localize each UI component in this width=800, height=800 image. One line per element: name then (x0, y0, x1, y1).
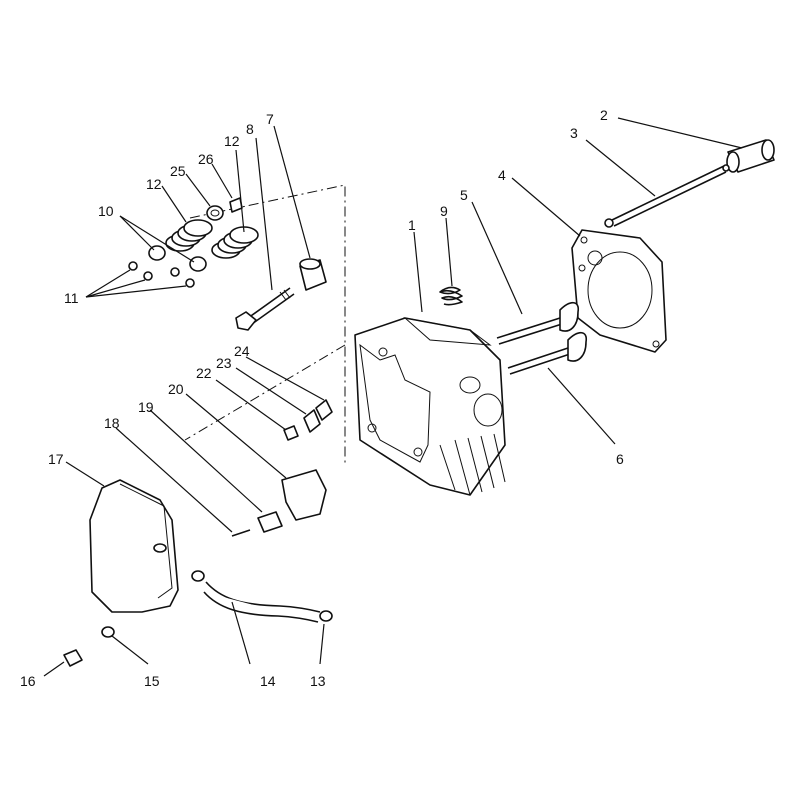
callout-12-lower: 12 (224, 133, 240, 149)
callout-22: 22 (196, 365, 212, 381)
part-24-bracket (315, 399, 333, 421)
callout-6: 6 (616, 451, 624, 467)
part-12-spring-lower (211, 226, 259, 259)
callout-7: 7 (266, 111, 274, 127)
part-20-breather-cover (281, 469, 327, 521)
part-25-retainer (206, 205, 224, 221)
callout-14: 14 (260, 673, 276, 689)
callout-17: 17 (48, 451, 64, 467)
callout-26: 26 (198, 151, 214, 167)
callout-12-upper: 12 (146, 176, 162, 192)
callout-3: 3 (570, 125, 578, 141)
callout-15: 15 (144, 673, 160, 689)
part-5-valve (496, 301, 580, 345)
part-7-spacer (299, 258, 327, 291)
callout-18: 18 (104, 415, 120, 431)
part-2-tappet (726, 139, 775, 173)
callout-4: 4 (498, 167, 506, 183)
part-23-clip (303, 409, 321, 433)
callout-1: 1 (408, 217, 416, 233)
callout-25: 25 (170, 163, 186, 179)
part-11-keepers (128, 261, 195, 288)
part-6-valve (507, 331, 588, 375)
callout-19: 19 (138, 399, 154, 415)
part-3-push-rod (604, 164, 730, 228)
part-10-washers (148, 245, 207, 272)
leader-lines (43, 117, 743, 677)
callout-16: 16 (20, 673, 36, 689)
callout-23: 23 (216, 355, 232, 371)
callout-13: 13 (310, 673, 326, 689)
callout-8: 8 (246, 121, 254, 137)
part-19-breather-valve (257, 511, 283, 533)
callout-20: 20 (168, 381, 184, 397)
part-22-screw (283, 425, 299, 441)
part-18-pin (231, 529, 251, 537)
callout-24: 24 (234, 343, 250, 359)
part-4-gasket (571, 229, 667, 353)
part-8-bolt (235, 287, 295, 331)
callout-10: 10 (98, 203, 114, 219)
callout-numbers: 1 2 3 4 5 6 7 8 9 10 11 12 12 13 14 15 1… (20, 107, 624, 689)
callout-9: 9 (440, 203, 448, 219)
callout-2: 2 (600, 107, 608, 123)
part-1-cylinder-head (354, 317, 506, 496)
part-12-spring-upper (165, 219, 213, 252)
part-16-bolt (63, 649, 83, 667)
callout-5: 5 (460, 187, 468, 203)
part-15-washer (101, 626, 115, 638)
part-9-spring (439, 286, 463, 306)
part-26-cap (229, 197, 243, 213)
part-17-valve-cover (89, 479, 179, 613)
part-13-clamps (191, 570, 333, 622)
part-14-hose (203, 581, 321, 623)
center-lines (184, 184, 346, 465)
callout-11: 11 (64, 290, 79, 306)
